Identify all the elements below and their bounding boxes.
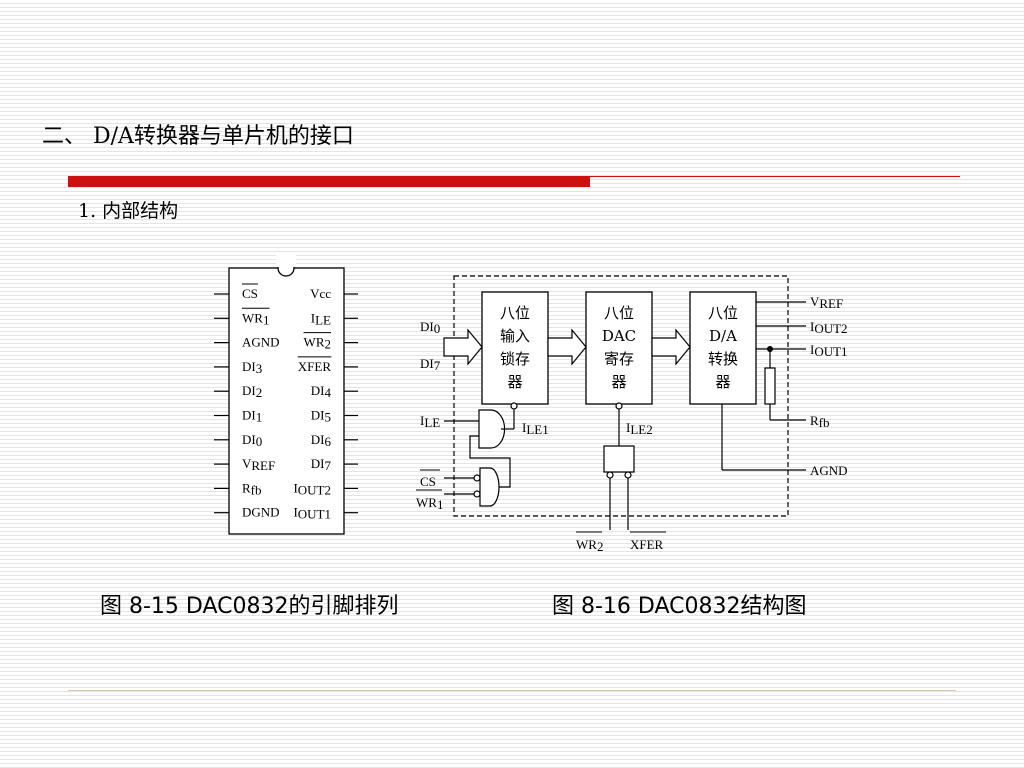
label-ile2: ILE2 <box>626 420 653 437</box>
left-pin-label: WR1 <box>242 310 269 327</box>
right-pin-label: ILE <box>311 310 331 327</box>
label-vref: VREF <box>810 294 843 311</box>
left-pin-label: VREF <box>242 456 275 473</box>
block2-line1: 八位 <box>604 304 634 322</box>
left-pin-label: Rfb <box>242 480 262 497</box>
register-enable-gate <box>603 445 635 473</box>
right-pin-label: DI5 <box>311 408 331 425</box>
block3-line2: D/A <box>709 327 737 345</box>
footer-divider <box>68 690 956 691</box>
register-to-converter-arrow <box>651 328 691 366</box>
dac0832-structure: 八位 输入 锁存 器 八位 DAC 寄存 器 八位 D/A 转换 器 DI0 D… <box>416 275 848 554</box>
block2-line4: 器 <box>611 373 626 391</box>
left-pin-label: DI0 <box>242 432 262 449</box>
right-pin-label: DI4 <box>311 383 332 400</box>
right-pin-label: DI7 <box>311 456 332 473</box>
label-wr2: WR2 <box>576 537 603 554</box>
right-pin-label: WR2 <box>304 335 331 352</box>
block1-line3: 锁存 <box>500 350 530 368</box>
left-pin-label: DGND <box>242 505 280 520</box>
right-pin-label: XFER <box>298 359 332 374</box>
label-rfb: Rfb <box>810 413 830 430</box>
right-pin-label: Vcc <box>310 286 331 301</box>
chip-boundary <box>453 275 789 517</box>
dac-register-block <box>585 291 653 405</box>
left-pin-label: AGND <box>242 335 280 350</box>
left-pin-label: CS <box>242 286 258 301</box>
label-wr1: WR1 <box>416 495 443 512</box>
feedback-resistor <box>764 367 776 405</box>
block3-line3: 转换 <box>708 350 738 368</box>
block2-line3: 寄存 <box>604 350 634 368</box>
figure-caption-pinout: 图 8-15 DAC0832的引脚排列 <box>100 594 399 619</box>
data-bus-input-arrow <box>443 328 483 366</box>
left-pin-label: DI2 <box>242 383 262 400</box>
cs-wr1-gate <box>479 467 500 507</box>
block1-line4: 器 <box>507 373 522 391</box>
block1-line1: 八位 <box>500 304 530 322</box>
block3-line4: 器 <box>715 373 730 391</box>
right-pin-label: DI6 <box>311 432 332 449</box>
input-latch-block <box>481 291 549 405</box>
register-enable-bubble <box>615 402 623 410</box>
latch-to-register-arrow <box>547 328 587 366</box>
label-cs: CS <box>420 474 436 489</box>
label-ile1: ILE1 <box>522 420 549 437</box>
title-underline-bar <box>68 176 590 187</box>
pin-lines <box>214 293 358 514</box>
latch-enable-gate <box>478 409 506 449</box>
left-pin-label: DI1 <box>242 408 262 425</box>
slide-title: 二、 D/A转换器与单片机的接口 <box>42 124 354 149</box>
block3-line1: 八位 <box>708 304 738 322</box>
label-di7: DI7 <box>420 356 441 373</box>
right-pin-label: IOUT2 <box>293 480 331 497</box>
right-pin-label: IOUT1 <box>293 505 331 522</box>
chip-body <box>228 267 345 535</box>
label-ile: ILE <box>420 413 440 430</box>
figure-caption-structure: 图 8-16 DAC0832结构图 <box>552 594 807 619</box>
section-subtitle: 1. 内部结构 <box>78 200 179 222</box>
cs-wr1-feedback-wire <box>469 435 511 488</box>
block2-line2: DAC <box>602 327 636 345</box>
block1-line2: 输入 <box>500 327 530 345</box>
title-underline-line <box>590 176 960 177</box>
label-xfer: XFER <box>630 537 664 552</box>
label-di0: DI0 <box>420 319 440 336</box>
latch-enable-bubble <box>510 402 518 410</box>
label-agnd: AGND <box>810 463 848 478</box>
da-converter-block <box>689 291 757 405</box>
label-iout1: IOUT1 <box>810 342 848 359</box>
label-iout2: IOUT2 <box>810 319 848 336</box>
left-pin-label: DI3 <box>242 359 262 376</box>
